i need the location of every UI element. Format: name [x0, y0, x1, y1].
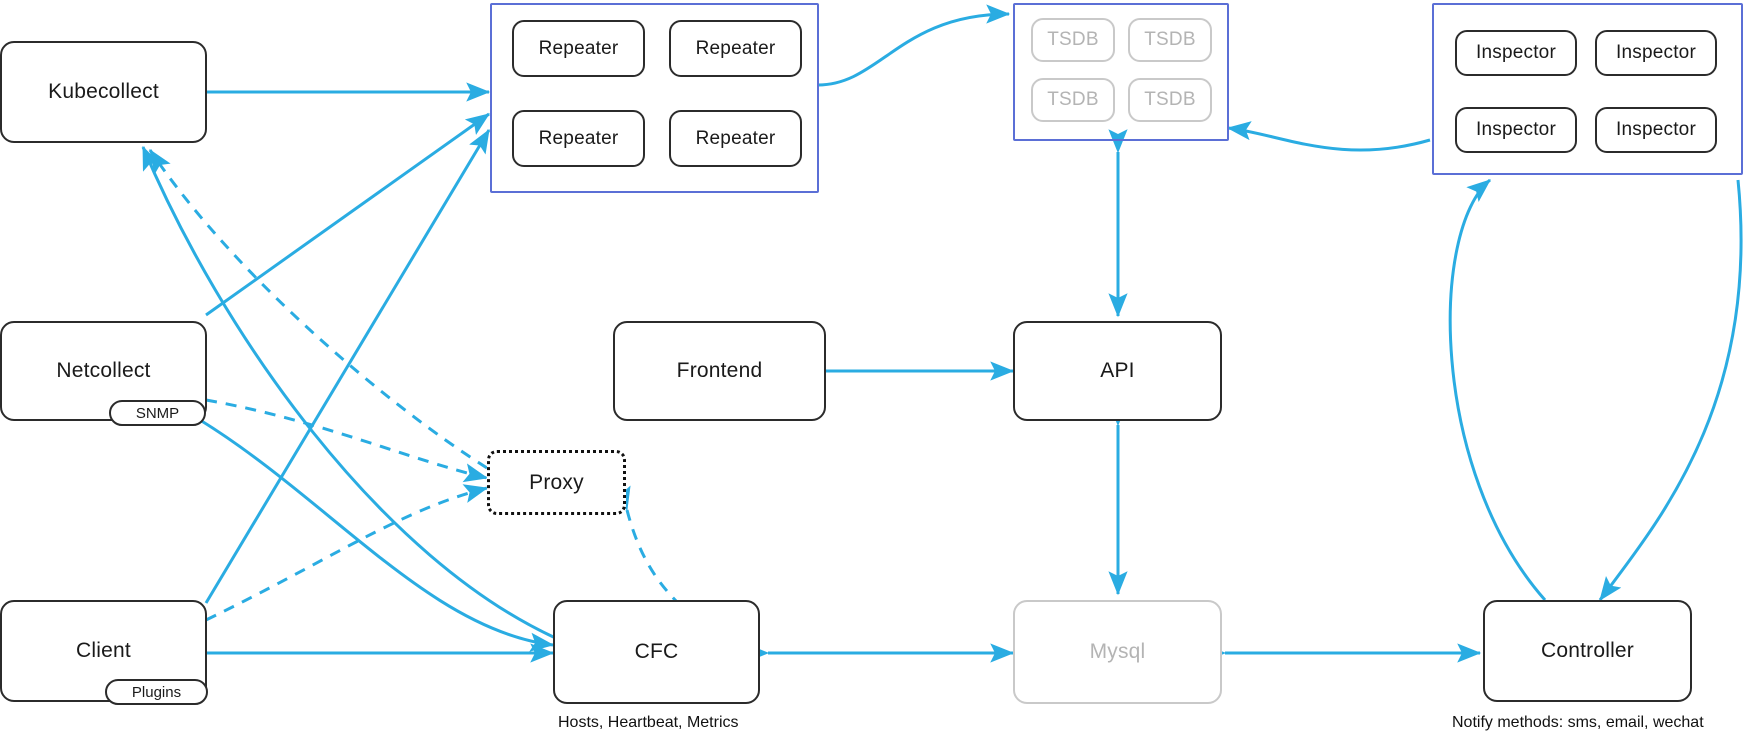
group-tsdb — [1013, 3, 1229, 141]
group-repeaters-item-3[interactable]: Repeater — [669, 110, 802, 167]
node-mysql-label: Mysql — [1089, 640, 1146, 663]
node-kubecollect-label: Kubecollect — [48, 80, 159, 103]
tsdb-label: TSDB — [1144, 89, 1196, 110]
node-api[interactable]: API — [1013, 321, 1222, 421]
repeater-label: Repeater — [695, 37, 776, 59]
badge-snmp-label: SNMP — [135, 404, 180, 422]
group-inspectors — [1432, 3, 1743, 175]
node-kubecollect[interactable]: Kubecollect — [0, 41, 207, 143]
repeater-label: Repeater — [538, 127, 619, 149]
group-tsdb-item-0[interactable]: TSDB — [1031, 18, 1115, 62]
cfc-caption: Hosts, Heartbeat, Metrics — [558, 714, 739, 732]
group-inspectors-item-0[interactable]: Inspector — [1455, 30, 1577, 76]
node-cfc[interactable]: CFC — [553, 600, 760, 704]
tsdb-label: TSDB — [1144, 29, 1196, 50]
inspector-label: Inspector — [1616, 42, 1696, 63]
repeater-label: Repeater — [695, 127, 776, 149]
node-cfc-label: CFC — [634, 640, 679, 663]
group-tsdb-item-2[interactable]: TSDB — [1031, 78, 1115, 122]
cfc-caption-text: Hosts, Heartbeat, Metrics — [558, 714, 739, 731]
node-frontend[interactable]: Frontend — [613, 321, 826, 421]
node-controller-label: Controller — [1540, 639, 1635, 662]
group-repeaters-item-1[interactable]: Repeater — [669, 20, 802, 77]
group-repeaters-item-2[interactable]: Repeater — [512, 110, 645, 167]
node-controller[interactable]: Controller — [1483, 600, 1692, 702]
group-inspectors-item-3[interactable]: Inspector — [1595, 107, 1717, 153]
inspector-label: Inspector — [1616, 119, 1696, 140]
tsdb-label: TSDB — [1047, 89, 1099, 110]
badge-plugins-label: Plugins — [131, 683, 182, 701]
node-client-label: Client — [76, 639, 131, 662]
node-mysql[interactable]: Mysql — [1013, 600, 1222, 704]
group-inspectors-item-2[interactable]: Inspector — [1455, 107, 1577, 153]
node-api-label: API — [1100, 359, 1135, 382]
group-tsdb-item-1[interactable]: TSDB — [1128, 18, 1212, 62]
node-proxy[interactable]: Proxy — [487, 450, 626, 515]
controller-caption-text: Notify methods: sms, email, wechat — [1452, 714, 1704, 731]
badge-plugins[interactable]: Plugins — [105, 679, 208, 705]
inspector-label: Inspector — [1476, 119, 1556, 140]
repeater-label: Repeater — [538, 37, 619, 59]
controller-caption: Notify methods: sms, email, wechat — [1452, 714, 1704, 732]
node-frontend-label: Frontend — [676, 359, 763, 382]
group-repeaters — [490, 3, 819, 193]
node-netcollect-label: Netcollect — [56, 359, 151, 382]
group-tsdb-item-3[interactable]: TSDB — [1128, 78, 1212, 122]
node-proxy-label: Proxy — [529, 470, 584, 494]
group-inspectors-item-1[interactable]: Inspector — [1595, 30, 1717, 76]
badge-snmp[interactable]: SNMP — [109, 400, 206, 426]
inspector-label: Inspector — [1476, 42, 1556, 63]
tsdb-label: TSDB — [1047, 29, 1099, 50]
group-repeaters-item-0[interactable]: Repeater — [512, 20, 645, 77]
